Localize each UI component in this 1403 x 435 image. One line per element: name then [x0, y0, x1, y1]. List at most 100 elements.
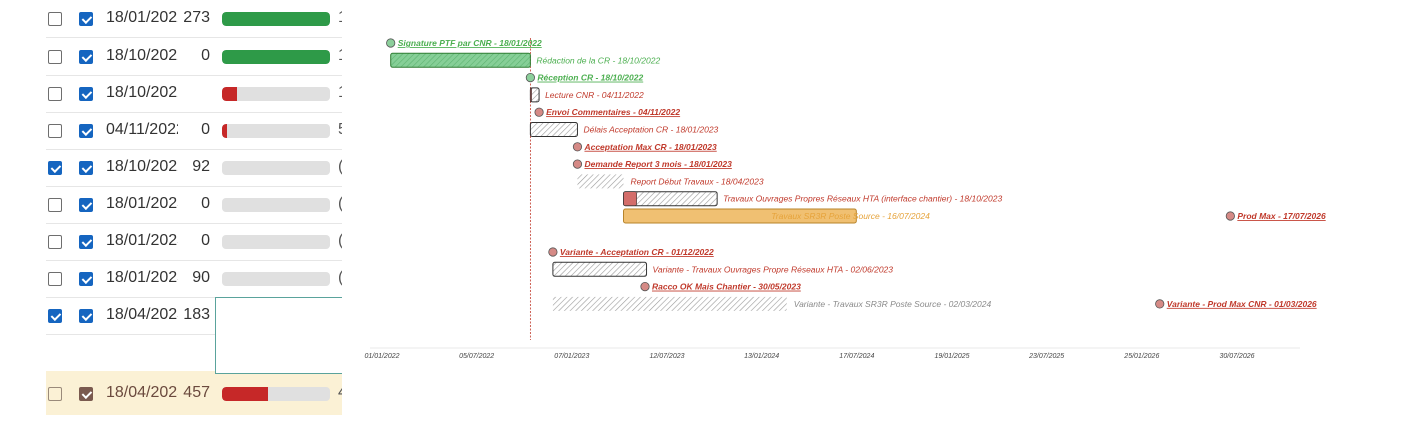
milestone-label: Racco OK Mais Chantier - 30/05/2023: [652, 282, 801, 292]
row-count: 0: [201, 195, 210, 212]
row-checkbox[interactable]: [79, 235, 93, 249]
row-select-checkbox[interactable]: [48, 272, 62, 286]
row-trailing-value: (: [338, 195, 342, 213]
milestone-marker: [572, 142, 583, 152]
row-checkbox[interactable]: [79, 309, 93, 323]
row-date: 18/10/2022: [106, 84, 178, 101]
task-bar-progress: [623, 191, 637, 206]
table-row[interactable]: 18/10/2022 1: [46, 75, 342, 113]
x-tick-label: 12/07/2023: [649, 353, 684, 360]
milestone-marker: [1225, 211, 1235, 221]
row-checkbox[interactable]: [79, 12, 93, 26]
row-date: 18/10/2022: [106, 47, 178, 64]
task-bar: [529, 122, 578, 137]
row-count: 457: [183, 384, 210, 401]
row-count: 0: [201, 121, 210, 138]
row-checkbox[interactable]: [79, 387, 93, 401]
table-row[interactable]: 18/01/20222731: [46, 0, 342, 38]
x-tick-label: 30/07/2026: [1219, 353, 1254, 360]
progress-bar: [222, 161, 330, 175]
progress-fill: [222, 50, 330, 64]
table-row[interactable]: 18/10/2022 0 1: [46, 38, 342, 76]
row-date: 18/01/2022: [106, 9, 178, 26]
task-label: Travaux SR3R Poste Source - 16/07/2024: [771, 211, 930, 221]
progress-fill: [222, 12, 330, 26]
row-checkbox[interactable]: [79, 198, 93, 212]
table-row[interactable]: 18/01/202390(: [46, 260, 342, 298]
row-trailing-value: 5: [338, 121, 342, 139]
row-checkbox[interactable]: [79, 272, 93, 286]
progress-bar: [222, 124, 330, 138]
row-select-checkbox[interactable]: [48, 235, 62, 249]
row-count: 0: [201, 232, 210, 249]
row-count: 273: [183, 9, 210, 26]
cell-selection-box: [215, 297, 342, 374]
x-tick-label: 23/07/2025: [1028, 353, 1064, 360]
milestone-marker: [386, 38, 396, 48]
milestone-label: Variante - Acceptation CR - 01/12/2022: [560, 247, 714, 257]
table-row[interactable]: 04/11/2022 0 5: [46, 112, 342, 150]
row-select-checkbox[interactable]: [48, 50, 62, 64]
row-select-checkbox[interactable]: [48, 198, 62, 212]
row-trailing-value: 1: [338, 84, 342, 102]
table-row[interactable]: 18/01/20230(: [46, 186, 342, 224]
task-bar-progress: [530, 87, 532, 103]
x-tick-label: 17/07/2024: [839, 353, 874, 360]
task-bar: [390, 52, 531, 68]
progress-bar: [222, 387, 330, 401]
task-bar-hatched: [577, 174, 624, 189]
progress-fill: [222, 124, 228, 138]
row-select-checkbox[interactable]: [48, 124, 62, 138]
row-trailing-value: (: [338, 158, 342, 176]
milestone-label: Demande Report 3 mois - 18/01/2023: [584, 159, 732, 169]
x-tick-label: 19/01/2025: [934, 353, 969, 360]
progress-bar: [222, 272, 330, 286]
row-trailing-value: 1: [338, 47, 342, 65]
row-date: 04/11/2022: [106, 121, 178, 138]
progress-bar: [222, 12, 330, 26]
row-trailing-value: (: [338, 232, 342, 250]
row-date: 18/04/2023: [106, 384, 178, 401]
task-bar: [552, 261, 648, 277]
x-tick-label: 25/01/2026: [1123, 353, 1159, 360]
milestone-label: Prod Max - 17/07/2026: [1237, 211, 1326, 221]
x-tick-label: 13/01/2024: [744, 353, 779, 360]
row-trailing-value: 4: [338, 384, 342, 402]
milestone-label: Variante - Prod Max CNR - 01/03/2026: [1167, 299, 1317, 309]
progress-bar: [222, 87, 330, 101]
row-date: 18/01/2023: [106, 232, 178, 249]
task-table: 18/01/2022273118/10/20220118/10/2022104/…: [46, 0, 342, 435]
progress-fill: [222, 87, 238, 101]
milestone-marker: [525, 73, 535, 83]
row-checkbox[interactable]: [79, 161, 93, 175]
x-tick-label: 05/07/2022: [459, 353, 494, 360]
task-label: Variante - Travaux SR3R Poste Source - 0…: [794, 299, 992, 309]
milestone-marker: [572, 159, 583, 169]
task-label: Variante - Travaux Ouvrages Propre Résea…: [653, 264, 894, 274]
row-select-checkbox[interactable]: [48, 309, 62, 323]
row-count: 0: [201, 47, 210, 64]
row-date: 18/01/2023: [106, 269, 178, 286]
progress-bar: [222, 50, 330, 64]
row-count: 183: [183, 306, 210, 323]
milestone-marker: [548, 247, 558, 257]
milestone-label: Acceptation Max CR - 18/01/2023: [583, 142, 717, 152]
row-trailing-value: (: [338, 269, 342, 287]
row-checkbox[interactable]: [79, 50, 93, 64]
task-bar-hatched: [552, 296, 787, 311]
task-label: Rédaction de la CR - 18/10/2022: [536, 55, 660, 65]
task-label: Délais Acceptation CR - 18/01/2023: [583, 125, 718, 135]
table-row[interactable]: 18/01/2023 0 (: [46, 223, 342, 261]
table-row[interactable]: 18/04/2023 457 4: [46, 371, 342, 415]
task-bar: [623, 191, 718, 207]
x-tick-label: 01/01/2022: [364, 353, 399, 360]
row-checkbox[interactable]: [79, 87, 93, 101]
task-bar: [623, 208, 857, 224]
row-checkbox[interactable]: [79, 124, 93, 138]
row-select-checkbox[interactable]: [48, 161, 62, 175]
row-select-checkbox[interactable]: [48, 87, 62, 101]
table-row[interactable]: 18/10/202292(: [46, 149, 342, 187]
row-select-checkbox[interactable]: [48, 12, 62, 26]
row-select-checkbox[interactable]: [48, 387, 62, 401]
